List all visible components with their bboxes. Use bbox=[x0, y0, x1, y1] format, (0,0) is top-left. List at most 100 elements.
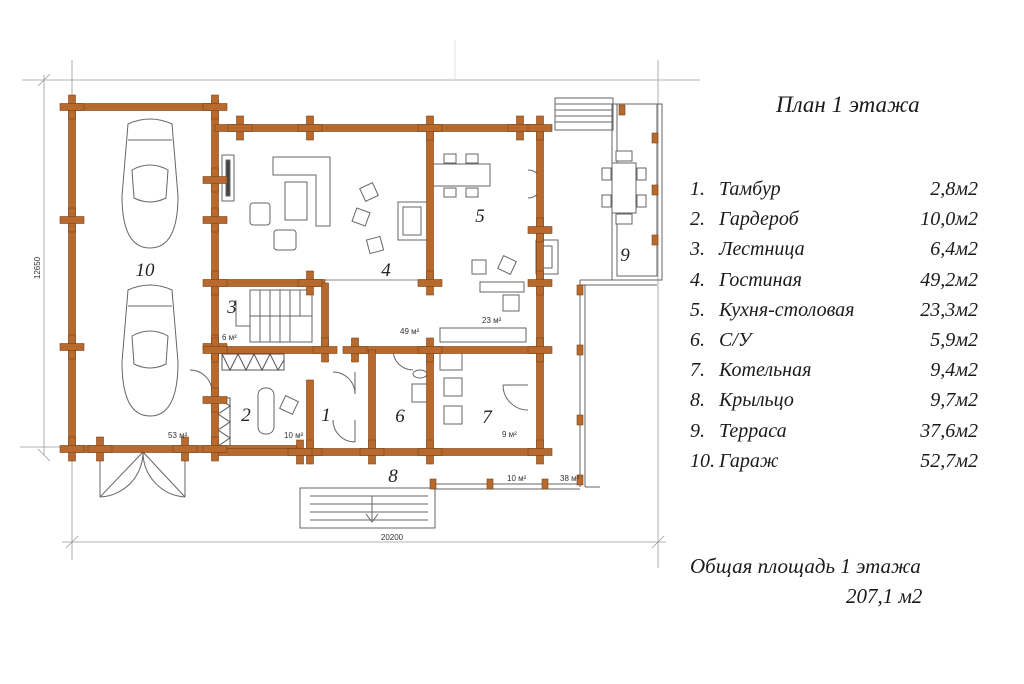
legend-item: 3. Лестница 6,4м2 bbox=[690, 236, 990, 266]
room-number-8: 8 bbox=[388, 466, 398, 487]
log-post bbox=[527, 279, 553, 287]
log-post bbox=[359, 448, 385, 456]
log-post bbox=[527, 448, 553, 456]
log-post bbox=[527, 346, 553, 354]
area-mark-boiler: 9 м² bbox=[502, 430, 517, 439]
terrace-post bbox=[429, 478, 437, 490]
legend-room-name: Терраса bbox=[719, 419, 787, 442]
log-post bbox=[202, 216, 228, 224]
staircase bbox=[235, 289, 313, 343]
total-area-value: 207,1 м2 bbox=[846, 584, 923, 608]
terrace-post bbox=[651, 234, 659, 246]
area-mark-living: 49 м² bbox=[400, 327, 420, 336]
log-post bbox=[527, 226, 553, 234]
log-post bbox=[172, 445, 198, 453]
terrace-post bbox=[541, 478, 549, 490]
room-number-5: 5 bbox=[475, 206, 485, 227]
legend-room-area: 10,0м2 bbox=[920, 208, 978, 231]
log-wall bbox=[429, 448, 541, 456]
log-wall bbox=[354, 346, 541, 354]
log-post bbox=[59, 343, 85, 351]
legend-num: 9. bbox=[690, 419, 705, 442]
legend-num: 4. bbox=[690, 268, 705, 291]
log-wall bbox=[214, 124, 541, 132]
log-post bbox=[342, 346, 368, 354]
legend-room-area: 5,9м2 bbox=[930, 328, 978, 351]
legend-room-area: 37,6м2 bbox=[920, 419, 978, 442]
legend-room-name: Тамбур bbox=[719, 178, 781, 200]
legend-room-name: Крыльцо bbox=[719, 389, 794, 412]
legend-room-name: Кухня-столовая bbox=[719, 298, 855, 321]
log-post bbox=[312, 346, 338, 354]
terrace-post bbox=[576, 344, 584, 356]
legend-room-area: 6,4м2 bbox=[930, 238, 978, 261]
legend-num: 1. bbox=[690, 178, 705, 200]
legend-item: 6. С/У 5,9м2 bbox=[690, 327, 990, 357]
log-wall bbox=[214, 448, 436, 456]
thin-lines bbox=[310, 97, 663, 490]
legend-room-area: 2,8м2 bbox=[930, 178, 978, 200]
terrace-post bbox=[486, 478, 494, 490]
room-number-9: 9 bbox=[620, 245, 630, 266]
log-post bbox=[202, 346, 228, 354]
log-post bbox=[227, 124, 253, 132]
dimension-height: 12650 bbox=[33, 256, 42, 279]
legend-room-area: 23,3м2 bbox=[920, 298, 978, 321]
terrace-post bbox=[651, 132, 659, 144]
log-walls bbox=[59, 94, 659, 490]
legend-room-area: 9,7м2 bbox=[930, 389, 978, 412]
log-post bbox=[297, 279, 323, 287]
log-post bbox=[202, 396, 228, 404]
log-post bbox=[202, 279, 228, 287]
legend-num: 3. bbox=[690, 238, 705, 261]
area-mark-stairs: 6 м² bbox=[222, 333, 237, 342]
log-wall bbox=[536, 349, 544, 453]
wardrobe-racks bbox=[217, 352, 285, 449]
porch-steps bbox=[299, 487, 436, 529]
legend-room-name: Котельная bbox=[719, 359, 812, 382]
room-number-10: 10 bbox=[136, 260, 156, 281]
log-post bbox=[87, 445, 113, 453]
area-mark-garage: 53 м² bbox=[168, 431, 188, 440]
legend-num: 6. bbox=[690, 328, 705, 351]
legend-room-name: С/У bbox=[719, 328, 752, 351]
terrace-post bbox=[576, 414, 584, 426]
log-wall bbox=[214, 346, 321, 354]
log-post bbox=[202, 103, 228, 111]
legend-room-name: Гардероб bbox=[719, 208, 799, 231]
room-number-6: 6 bbox=[395, 406, 405, 427]
room-number-4: 4 bbox=[381, 260, 391, 281]
garage-doors bbox=[99, 450, 186, 498]
legend-num: 5. bbox=[690, 298, 705, 321]
log-post bbox=[59, 103, 85, 111]
interior-doors bbox=[189, 169, 543, 443]
room-number-3: 3 bbox=[226, 297, 237, 318]
log-wall bbox=[68, 106, 76, 450]
terrace-post bbox=[576, 474, 584, 486]
log-post bbox=[202, 445, 228, 453]
terrace-post bbox=[651, 184, 659, 196]
legend-room-area: 52,7м2 bbox=[920, 449, 978, 472]
room-number-2: 2 bbox=[241, 405, 251, 426]
log-post bbox=[202, 176, 228, 184]
legend-num: 7. bbox=[690, 359, 705, 382]
log-wall bbox=[71, 103, 216, 111]
log-post bbox=[417, 279, 443, 287]
area-mark-kitchen: 23 м² bbox=[482, 316, 502, 325]
log-wall bbox=[426, 349, 434, 453]
terrace-post bbox=[576, 284, 584, 296]
dimension-lines bbox=[20, 40, 700, 568]
area-mark-terrace: 38 м² bbox=[560, 474, 580, 483]
log-wall bbox=[536, 127, 544, 284]
legend-room-name: Лестница bbox=[719, 238, 805, 261]
plan-title: План 1 этажа bbox=[776, 92, 920, 117]
log-wall bbox=[426, 127, 434, 284]
log-post bbox=[527, 124, 553, 132]
dimension-width: 20200 bbox=[381, 533, 404, 542]
